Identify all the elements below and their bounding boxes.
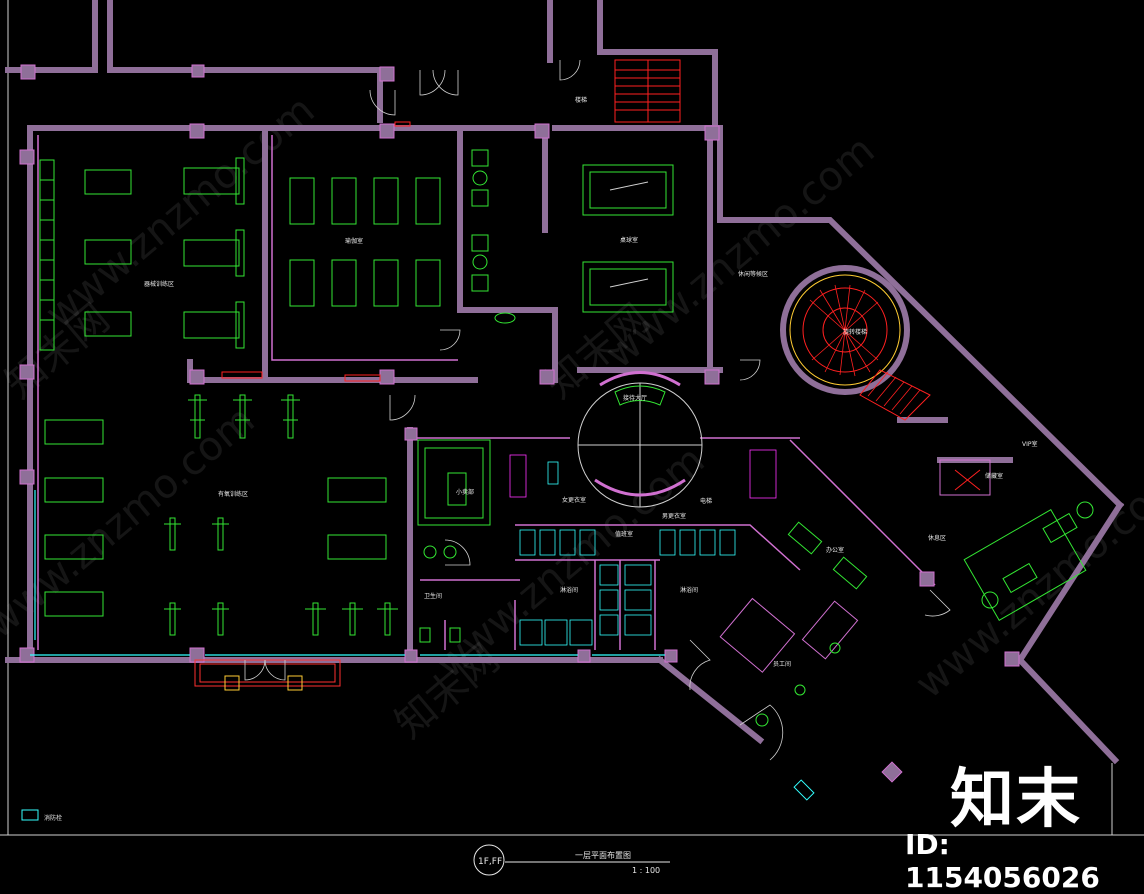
windows [30, 490, 665, 656]
room-label: 女更衣室 [562, 496, 586, 504]
office-furniture [787, 459, 1094, 621]
room-label: 休息区 [928, 534, 946, 542]
columns [19, 64, 1020, 783]
room-label: 小卖部 [456, 488, 474, 496]
room-labels: 器械训练区 瑜伽室 桌球室 休闲等候区 有氧训练区 接待大厅 小卖部 楼梯 旋转… [144, 96, 1038, 668]
room-label: 男更衣室 [662, 512, 686, 520]
reception-round [577, 371, 703, 508]
room-label: 瑜伽室 [345, 237, 363, 245]
title-block: 1F,FF 一层平面布置图 1 : 100 [473, 844, 670, 876]
room-label: 楼梯 [575, 96, 587, 104]
legend: 消防栓 [21, 809, 62, 822]
room-label: 休闲等候区 [738, 270, 768, 278]
shop-counters [417, 439, 491, 643]
room-label: 卫生间 [424, 592, 442, 600]
legend-note: 消防栓 [44, 814, 62, 822]
billiard-tables [582, 164, 674, 313]
room-label: 有氧训练区 [218, 490, 248, 498]
drawing-title: 一层平面布置图 [575, 850, 631, 860]
lounge-seats [471, 149, 516, 324]
room-label: 电梯 [700, 497, 712, 505]
watermark-site: www.znzmo.com [0, 397, 263, 648]
lockers-showers [509, 449, 777, 646]
room-label: 办公室 [826, 546, 844, 554]
watermark-brand-logo: 知末 [950, 763, 1082, 837]
room-label: VIP室 [1022, 440, 1038, 448]
aerobic-equipment [44, 394, 398, 636]
room-label: 值班室 [615, 530, 633, 538]
room-label: 接待大厅 [623, 394, 647, 402]
free-weights-equipment [39, 157, 245, 351]
room-label: 器械训练区 [144, 280, 174, 288]
room-label: 淋浴间 [560, 586, 578, 594]
watermark-site: www.znzmo.com [37, 87, 324, 338]
frame-lines [0, 0, 1144, 836]
doors [244, 59, 951, 761]
spiral-stair [780, 265, 931, 421]
misc-marks [221, 121, 815, 801]
room-label: 淋浴间 [680, 586, 698, 594]
drawing-scale: 1 : 100 [632, 866, 660, 875]
watermark-id: ID: 1154056026 [905, 828, 1100, 894]
room-label: 桌球室 [620, 236, 638, 244]
toilets [719, 597, 859, 727]
room-label: 储藏室 [985, 472, 1003, 480]
room-label: 员工间 [773, 660, 791, 668]
entrance-canopy [194, 659, 341, 691]
hydrant-symbol-icon [21, 809, 39, 821]
watermarks: www.znzmo.com www.znzmo.com www.znzmo.co… [0, 87, 1144, 748]
yoga-mats [289, 177, 441, 307]
room-label: 旋转楼梯 [843, 328, 867, 336]
main-stair [614, 59, 681, 123]
level-marker: 1F,FF [478, 857, 502, 867]
inner-walls [37, 135, 936, 650]
